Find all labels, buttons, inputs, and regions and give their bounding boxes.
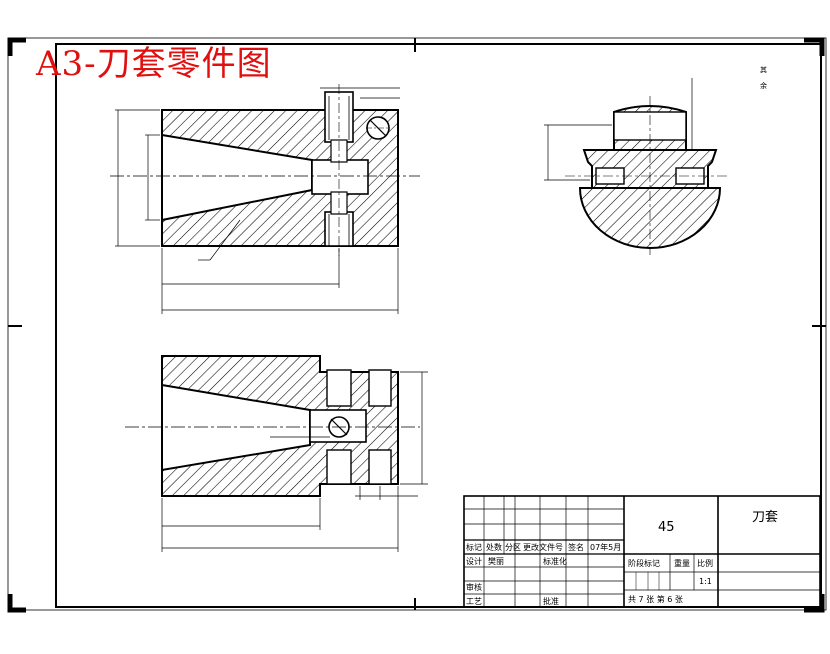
review-label: 审核 [466, 582, 482, 592]
process-label: 工艺 [466, 597, 482, 606]
scale-label: 比例 [697, 558, 713, 568]
header-mark: 标记 [466, 542, 482, 552]
corner-note-1: 其 [760, 66, 767, 74]
weight-label: 重量 [674, 558, 690, 568]
standardization-label: 标准化 [543, 556, 567, 566]
centering-marks [8, 38, 826, 610]
outer-border [7, 37, 827, 611]
corner-note-2: 余 [760, 81, 767, 90]
stage-mark-label: 阶段标记 [628, 558, 660, 568]
top-section-view [125, 355, 428, 552]
front-section-view [110, 84, 420, 314]
header-zone: 分区 [505, 543, 521, 552]
title-block-text: 45 刀套 标记 处数 分区 更改文件号 签名 07年5月 设计 樊丽 标准化 … [466, 509, 778, 606]
header-date: 07年5月 [590, 542, 621, 552]
sheet-info: 共 7 张 第 6 张 [628, 594, 683, 604]
material-value: 45 [658, 520, 675, 535]
design-label: 设计 [466, 556, 482, 566]
scale-value: 1:1 [699, 577, 712, 586]
header-change-doc: 更改文件号 [523, 542, 563, 552]
part-name-value: 刀套 [752, 509, 778, 525]
drawing-title: A3-刀套零件图 [36, 44, 272, 84]
header-signature: 签名 [568, 542, 584, 552]
header-count: 处数 [486, 542, 502, 552]
approve-label: 批准 [543, 596, 559, 606]
designer-name: 樊丽 [488, 556, 504, 566]
corner-marks [7, 37, 825, 613]
title-block [463, 495, 821, 608]
side-section-view [544, 78, 730, 255]
